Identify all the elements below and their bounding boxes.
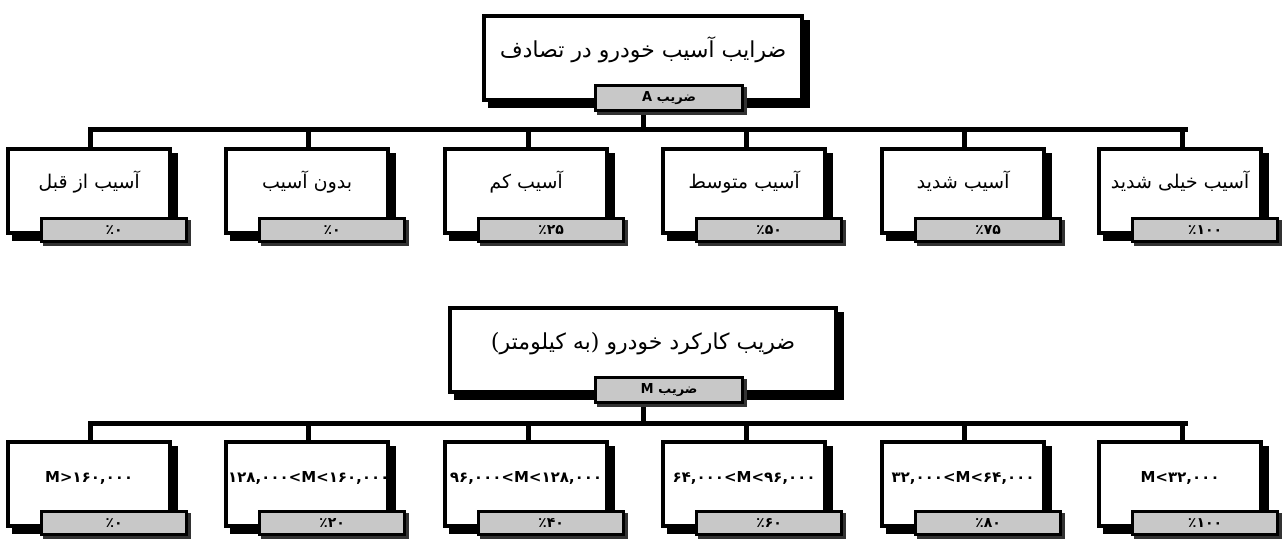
connector bbox=[526, 421, 531, 445]
node-title: ۱۲۸,۰۰۰<M<۱۶۰,۰۰۰ bbox=[228, 468, 390, 486]
root-title: ضرایب آسیب خودرو در تصادف bbox=[499, 38, 787, 63]
node-tag: ٪۵۰ bbox=[695, 217, 843, 243]
connector bbox=[744, 127, 749, 151]
node-damage-5: آسیب خیلی شدید ٪۱۰۰ bbox=[1097, 147, 1279, 243]
node-mileage-5: M<۳۲,۰۰۰ ٪۱۰۰ bbox=[1097, 440, 1279, 536]
node-title: ۹۶,۰۰۰<M<۱۲۸,۰۰۰ bbox=[449, 468, 603, 486]
node-title: ۳۲,۰۰۰<M<۶۴,۰۰۰ bbox=[891, 468, 1035, 486]
node-tag: ٪۷۵ bbox=[914, 217, 1062, 243]
node-tag: ٪۰ bbox=[258, 217, 406, 243]
node-tag: ٪۴۰ bbox=[477, 510, 625, 536]
node-title: M<۳۲,۰۰۰ bbox=[1140, 468, 1220, 486]
connector bbox=[1180, 421, 1185, 445]
connector bbox=[1180, 127, 1185, 151]
node-tag: ٪۲۵ bbox=[477, 217, 625, 243]
node-title: بدون آسیب bbox=[261, 171, 353, 193]
connector bbox=[306, 421, 311, 445]
node-title: M>۱۶۰,۰۰۰ bbox=[44, 468, 134, 486]
node-tag: ٪۰ bbox=[40, 217, 188, 243]
node-title: آسیب شدید bbox=[916, 171, 1010, 193]
node-title: ۶۴,۰۰۰<M<۹۶,۰۰۰ bbox=[672, 468, 816, 486]
connector bbox=[88, 421, 93, 445]
node-damage-1: بدون آسیب ٪۰ bbox=[224, 147, 406, 243]
node-mileage-4: ۳۲,۰۰۰<M<۶۴,۰۰۰ ٪۸۰ bbox=[880, 440, 1062, 536]
node-tag: ٪۸۰ bbox=[914, 510, 1062, 536]
node-damage-0: آسیب از قبل ٪۰ bbox=[6, 147, 188, 243]
node-tag: ٪۲۰ bbox=[258, 510, 406, 536]
connector bbox=[962, 421, 967, 445]
node-tag: ٪۰ bbox=[40, 510, 188, 536]
node-title: آسیب کم bbox=[489, 171, 563, 193]
root-tag: ضریب M bbox=[594, 376, 744, 404]
node-mileage-2: ۹۶,۰۰۰<M<۱۲۸,۰۰۰ ٪۴۰ bbox=[443, 440, 625, 536]
node-tag: ٪۱۰۰ bbox=[1131, 217, 1279, 243]
connector bbox=[641, 398, 646, 424]
node-damage-2: آسیب کم ٪۲۵ bbox=[443, 147, 625, 243]
connector bbox=[88, 421, 1188, 426]
node-tag: ٪۱۰۰ bbox=[1131, 510, 1279, 536]
node-tag: ٪۶۰ bbox=[695, 510, 843, 536]
node-mileage-3: ۶۴,۰۰۰<M<۹۶,۰۰۰ ٪۶۰ bbox=[661, 440, 843, 536]
node-mileage-0: M>۱۶۰,۰۰۰ ٪۰ bbox=[6, 440, 188, 536]
node-damage-3: آسیب متوسط ٪۵۰ bbox=[661, 147, 843, 243]
node-title: آسیب از قبل bbox=[38, 171, 140, 193]
root-tag: ضریب A bbox=[594, 84, 744, 112]
node-mileage-1: ۱۲۸,۰۰۰<M<۱۶۰,۰۰۰ ٪۲۰ bbox=[224, 440, 406, 536]
connector bbox=[306, 127, 311, 151]
node-damage-4: آسیب شدید ٪۷۵ bbox=[880, 147, 1062, 243]
connector bbox=[641, 104, 646, 130]
connector bbox=[88, 127, 93, 151]
connector bbox=[744, 421, 749, 445]
connector bbox=[88, 127, 1188, 132]
connector bbox=[526, 127, 531, 151]
root-node-damage: ضرایب آسیب خودرو در تصادف ضریب A bbox=[482, 14, 804, 112]
connector bbox=[962, 127, 967, 151]
node-title: آسیب خیلی شدید bbox=[1110, 171, 1250, 193]
root-title: ضریب کارکرد خودرو (به کیلومتر) bbox=[490, 330, 796, 355]
node-title: آسیب متوسط bbox=[688, 171, 800, 193]
root-node-mileage: ضریب کارکرد خودرو (به کیلومتر) ضریب M bbox=[448, 306, 838, 404]
